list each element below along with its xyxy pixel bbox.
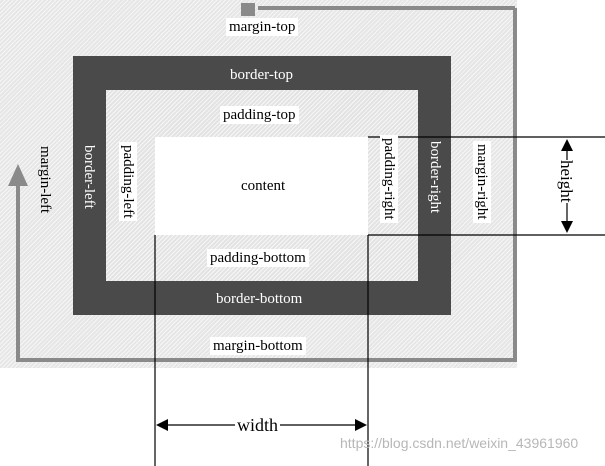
label-border-left: border-left bbox=[81, 145, 97, 209]
margin-flow-start-marker bbox=[241, 3, 255, 16]
label-padding-left: padding-left bbox=[119, 142, 137, 222]
label-margin-right: margin-right bbox=[473, 141, 491, 223]
label-padding-top: padding-top bbox=[220, 106, 299, 124]
height-arrow-up-icon bbox=[561, 139, 573, 151]
margin-flow-line bbox=[16, 8, 517, 362]
label-margin-left: margin-left bbox=[37, 146, 53, 214]
label-margin-bottom: margin-bottom bbox=[210, 337, 306, 355]
label-padding-right: padding-right bbox=[380, 135, 398, 223]
label-border-right: border-right bbox=[427, 141, 443, 214]
content-area bbox=[155, 137, 368, 235]
margin-arrow-head-icon bbox=[8, 164, 28, 186]
label-margin-top: margin-top bbox=[226, 18, 299, 36]
label-width: width bbox=[235, 415, 281, 435]
width-arrow-right-icon bbox=[355, 419, 367, 431]
label-padding-bottom: padding-bottom bbox=[207, 249, 309, 267]
label-border-bottom: border-bottom bbox=[216, 291, 303, 307]
label-content: content bbox=[241, 178, 286, 194]
label-border-top: border-top bbox=[230, 67, 294, 83]
label-height: height bbox=[557, 160, 576, 203]
width-arrow-left-icon bbox=[156, 419, 168, 431]
watermark-text: https://blog.csdn.net/weixin_43961960 bbox=[340, 435, 579, 451]
height-arrow-down-icon bbox=[561, 221, 573, 233]
